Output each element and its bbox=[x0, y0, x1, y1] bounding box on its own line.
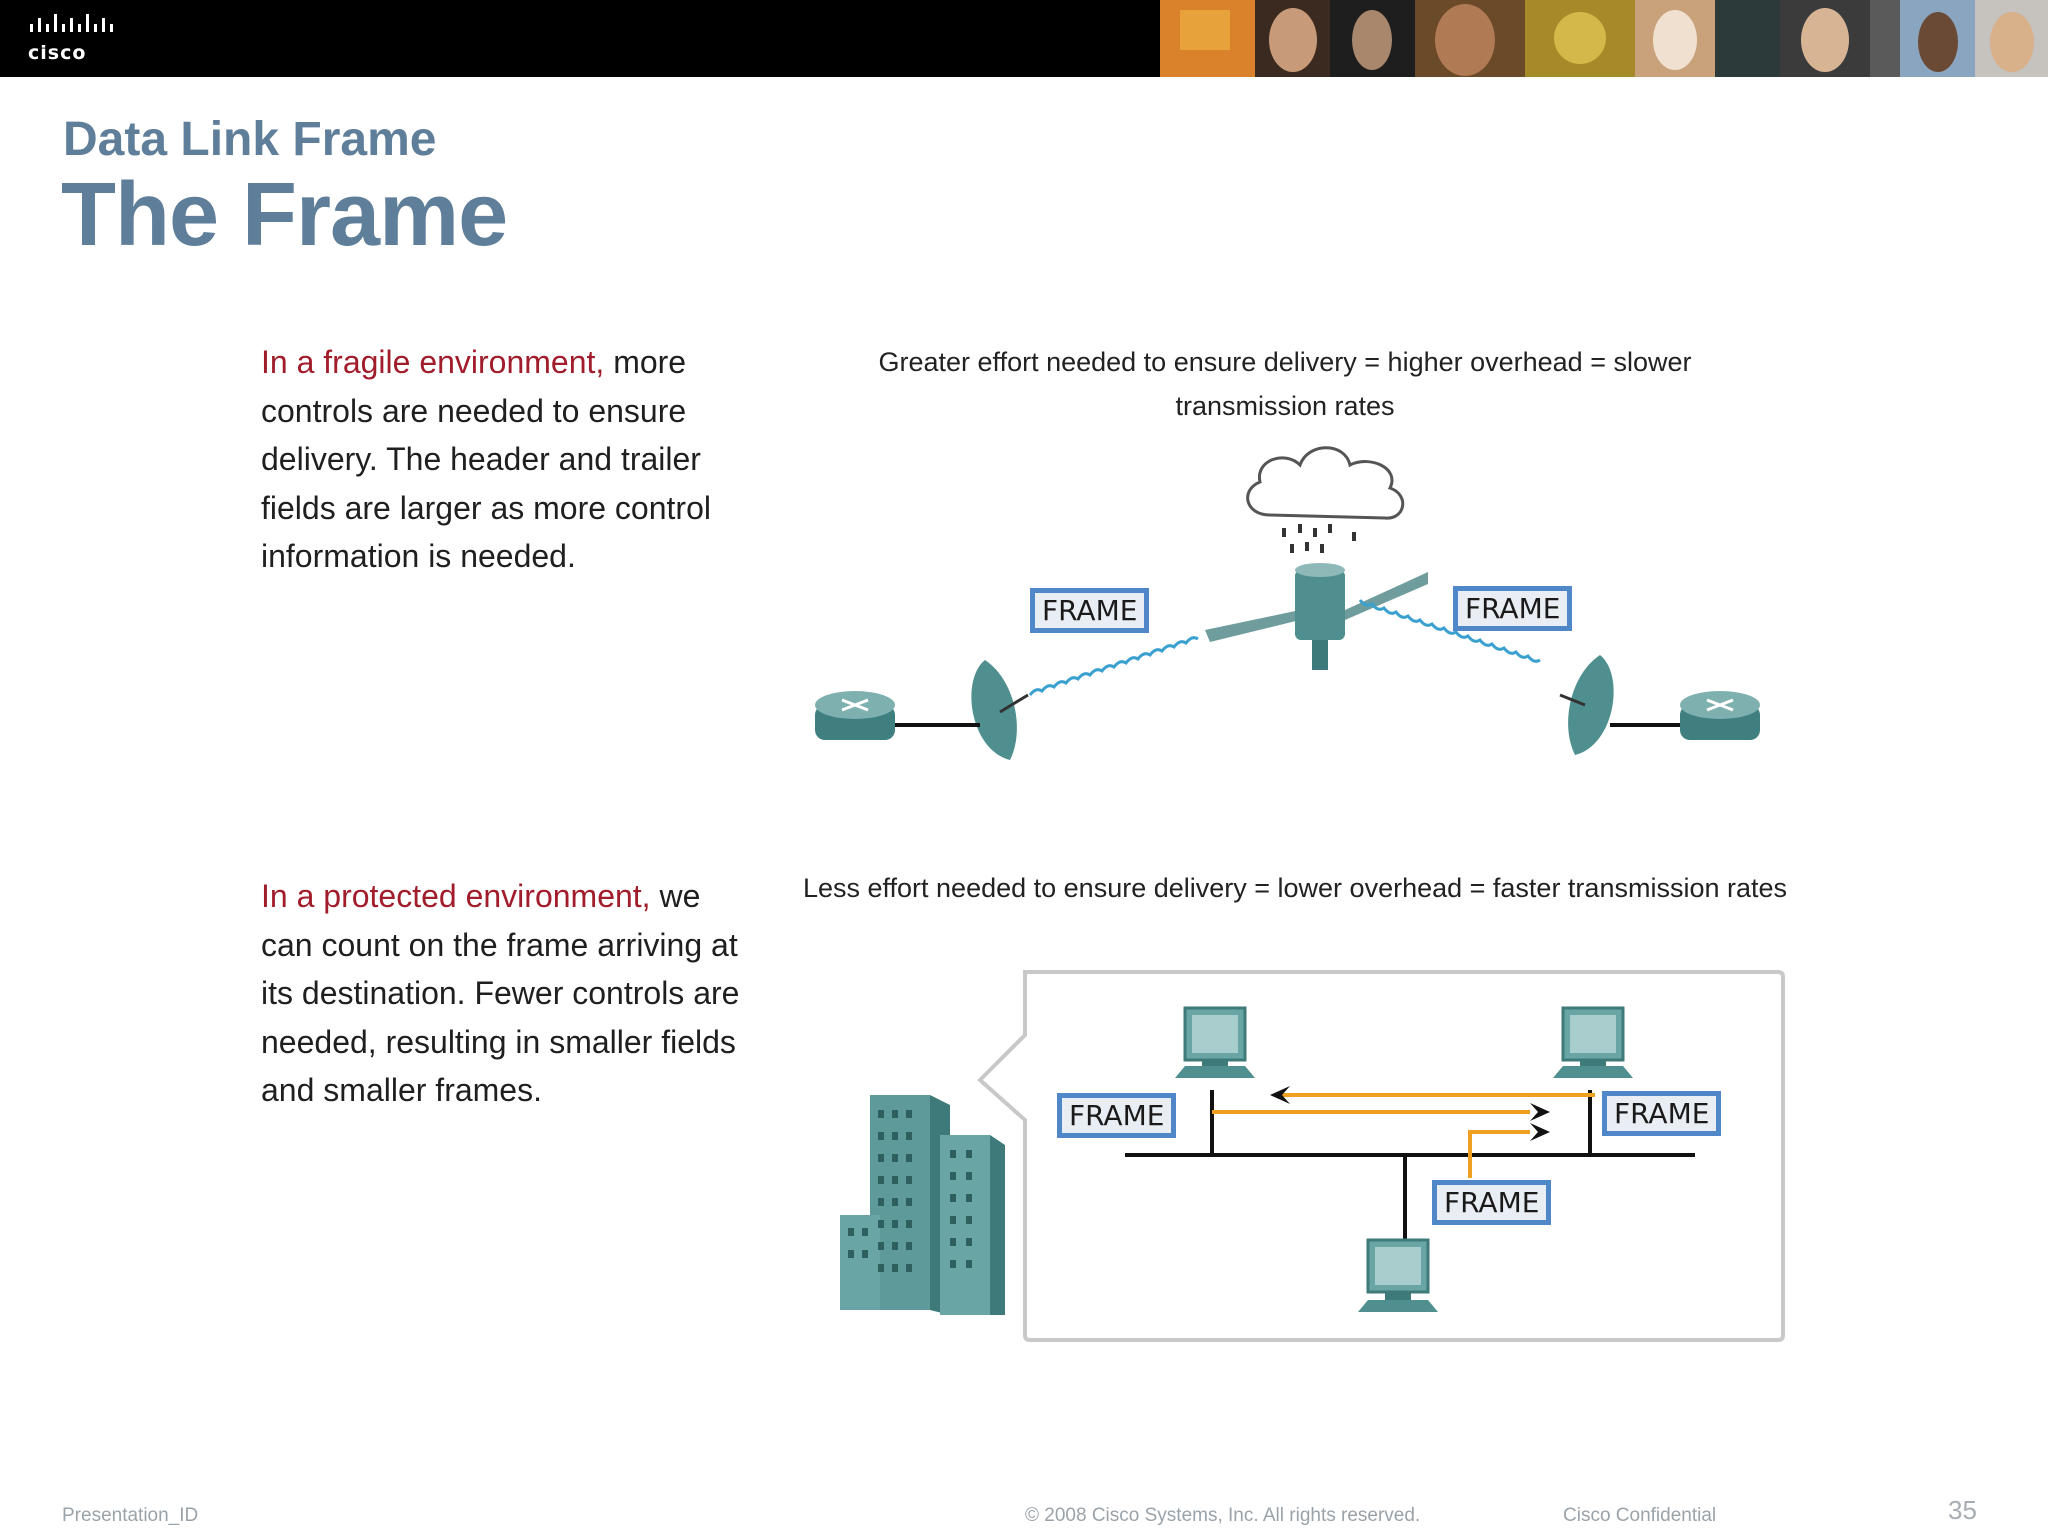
lan-frame-label-bottom-text: FRAME bbox=[1437, 1185, 1547, 1220]
signal-wave-left bbox=[1028, 636, 1199, 696]
lan-frame-label-bottom: FRAME bbox=[1432, 1180, 1552, 1225]
lan-frame-label-left: FRAME bbox=[1057, 1093, 1177, 1138]
frame-label-right-text: FRAME bbox=[1458, 591, 1568, 626]
computer-top-right-icon bbox=[1553, 1006, 1633, 1078]
protected-caption: Less effort needed to ensure delivery = … bbox=[802, 873, 1788, 903]
footer-confidential: Cisco Confidential bbox=[1563, 1505, 1717, 1526]
lan-frame-label-left-text: FRAME bbox=[1062, 1098, 1172, 1133]
slide-title: The Frame bbox=[61, 165, 508, 265]
cisco-logo-text: cisco bbox=[28, 42, 87, 64]
router-left-icon bbox=[815, 691, 895, 740]
computer-top-left-icon bbox=[1175, 1006, 1255, 1078]
satellite-dish-left-icon bbox=[971, 660, 1029, 760]
fragile-diagram bbox=[815, 446, 1760, 760]
office-building-icon bbox=[840, 1095, 1005, 1315]
router-right-icon bbox=[1680, 691, 1760, 740]
people-photo-strip bbox=[1160, 0, 2048, 77]
fragile-paragraph: In a fragile environment, more controls … bbox=[261, 338, 741, 581]
lan-frame-label-right-text: FRAME bbox=[1607, 1096, 1717, 1131]
cloud-icon bbox=[1246, 446, 1405, 520]
fragile-text: more controls are needed to ensure deliv… bbox=[261, 344, 711, 574]
top-banner: cisco bbox=[0, 0, 2048, 77]
frame-label-left: FRAME bbox=[1030, 588, 1150, 633]
satellite-dish-right-icon bbox=[1559, 655, 1614, 755]
slide-subtitle: Data Link Frame bbox=[63, 113, 437, 166]
computer-bottom-icon bbox=[1358, 1238, 1438, 1312]
cisco-logo: cisco bbox=[28, 12, 138, 66]
rain-icon bbox=[1282, 524, 1356, 553]
footer-copyright: © 2008 Cisco Systems, Inc. All rights re… bbox=[1025, 1505, 1421, 1526]
frame-label-right: FRAME bbox=[1453, 586, 1573, 631]
lan-frame-label-right: FRAME bbox=[1602, 1091, 1722, 1136]
page-number: 35 bbox=[1948, 1495, 1977, 1525]
satellite-icon bbox=[1205, 563, 1428, 670]
footer-presentation-id: Presentation_ID bbox=[62, 1505, 199, 1526]
protected-highlight: In a protected environment, bbox=[261, 878, 651, 914]
protected-text: we can count on the frame arriving at it… bbox=[261, 878, 740, 1108]
protected-diagram bbox=[840, 970, 1785, 1342]
frame-flow-arrows bbox=[1212, 1093, 1595, 1178]
protected-paragraph: In a protected environment, we can count… bbox=[261, 872, 741, 1115]
frame-label-left-text: FRAME bbox=[1035, 593, 1145, 628]
signal-wave-right bbox=[1358, 599, 1541, 663]
fragile-caption: Greater effort needed to ensure delivery… bbox=[878, 347, 1692, 421]
fragile-highlight: In a fragile environment, bbox=[261, 344, 605, 380]
cisco-bridge-icon bbox=[30, 14, 113, 32]
